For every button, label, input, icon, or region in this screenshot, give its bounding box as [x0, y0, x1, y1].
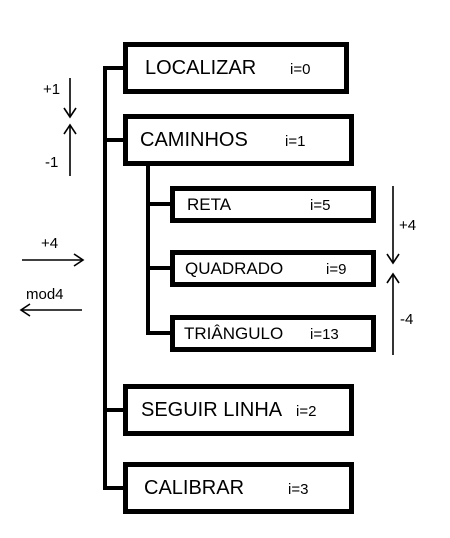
submenu-item-triangulo — [170, 315, 376, 352]
arrow-right-head — [73, 253, 85, 267]
menu-item-calibrar-label: CALIBRAR — [144, 477, 245, 499]
submenu-item-triangulo-index: i=13 — [310, 326, 339, 343]
submenu-item-reta-index: i=5 — [310, 197, 331, 214]
arrow-down-sub-head — [386, 253, 400, 265]
menu-item-seguir-linha-index: i=2 — [296, 403, 317, 420]
menu-item-seguir-linha-label: SEGUIR LINHA — [141, 399, 283, 421]
menu-item-localizar — [123, 42, 349, 94]
arrow-down-main-head — [63, 107, 77, 119]
menu-item-caminhos-label: CAMINHOS — [140, 129, 248, 151]
menu-item-localizar-index: i=0 — [290, 61, 311, 78]
annotation-mod-four: mod4 — [26, 286, 64, 303]
submenu-item-triangulo-label: TRIÂNGULO — [184, 324, 284, 343]
menu-item-calibrar-index: i=3 — [288, 481, 309, 498]
annotation-plus-four-side: +4 — [41, 235, 59, 252]
menu-item-calibrar — [123, 462, 354, 514]
submenu-item-reta — [170, 186, 376, 223]
annotation-minus-one: -1 — [45, 154, 59, 171]
annotation-minus-four-sub: -4 — [400, 311, 414, 328]
arrow-up-sub-head — [386, 272, 400, 284]
submenu-item-quadrado-label: QUADRADO — [185, 259, 284, 278]
annotation-plus-one: +1 — [43, 81, 61, 98]
annotation-plus-four-sub: +4 — [399, 217, 417, 234]
arrow-up-main-head — [63, 123, 77, 135]
menu-item-caminhos — [123, 114, 354, 166]
menu-item-seguir-linha — [123, 384, 354, 436]
menu-item-localizar-label: LOCALIZAR — [145, 57, 257, 79]
submenu-item-quadrado — [170, 250, 376, 287]
submenu-item-quadrado-index: i=9 — [326, 261, 347, 278]
submenu-item-reta-label: RETA — [187, 195, 232, 214]
menu-item-caminhos-index: i=1 — [285, 133, 306, 150]
arrow-left-head — [19, 303, 31, 317]
